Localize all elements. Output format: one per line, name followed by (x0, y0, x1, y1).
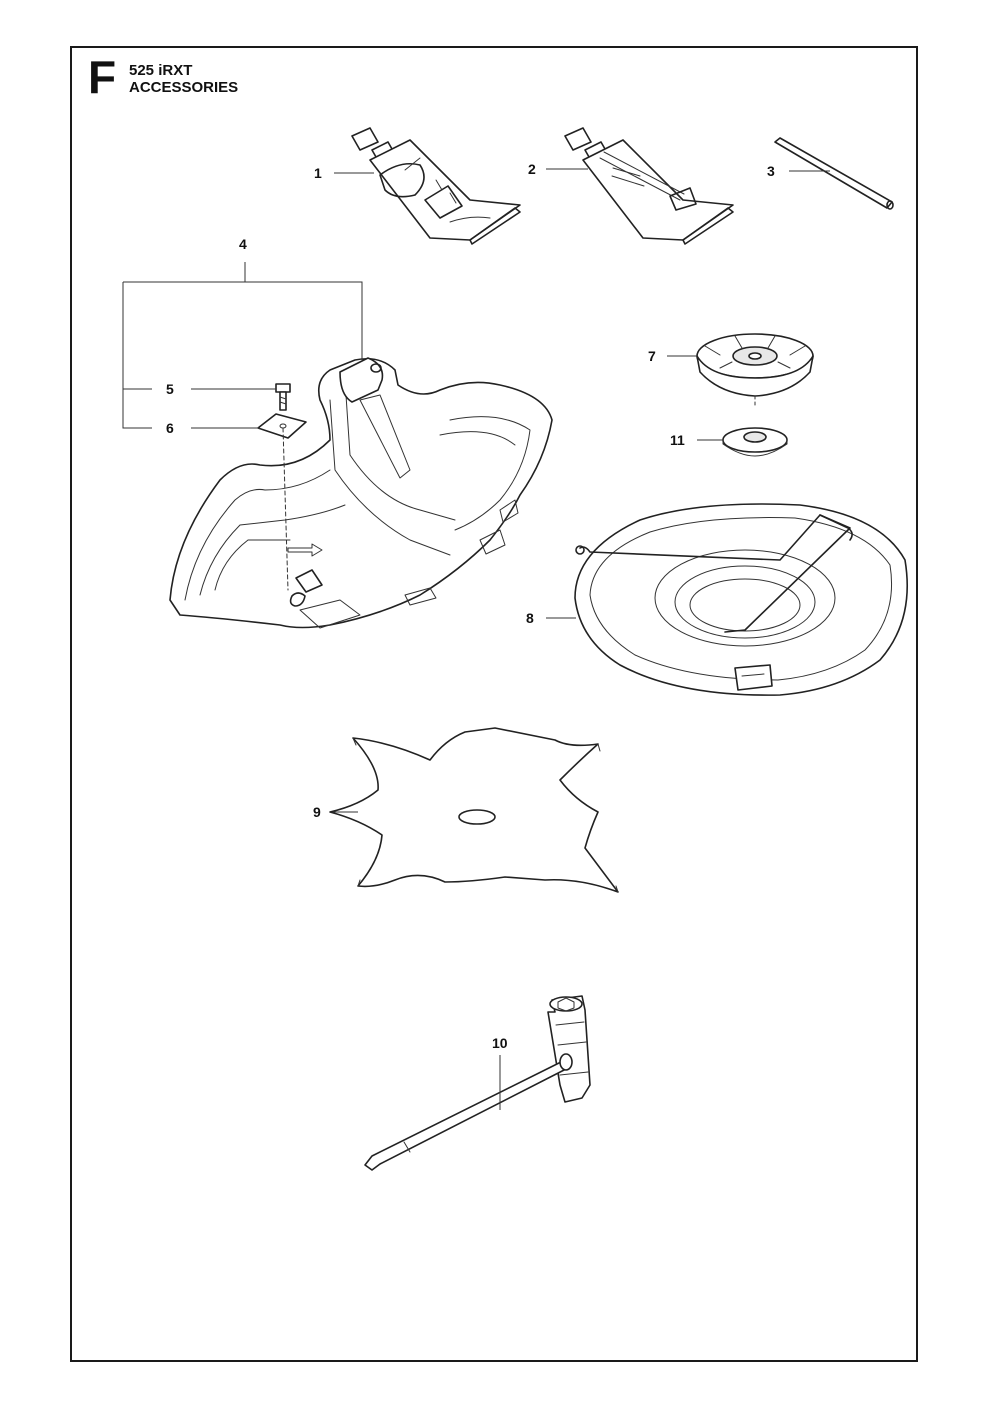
page-frame (70, 46, 918, 1362)
callout-7: 7 (648, 348, 656, 364)
part-6-plate[interactable] (257, 413, 307, 591)
part-10-plug-wrench[interactable] (364, 995, 591, 1171)
callout-2: 2 (528, 161, 536, 177)
bracket-lines (122, 262, 363, 429)
part-11-washer[interactable] (722, 427, 788, 457)
part-1-grease-tube[interactable] (351, 127, 521, 245)
callout-1: 1 (314, 165, 322, 181)
callout-9: 9 (313, 804, 321, 820)
callout-4: 4 (239, 236, 247, 252)
leader-lines (191, 168, 830, 1110)
part-7-hub[interactable] (696, 333, 814, 409)
page-title: ACCESSORIES (129, 79, 239, 96)
callout-3: 3 (767, 163, 775, 179)
callout-6: 6 (166, 420, 174, 436)
callout-11: 11 (670, 432, 685, 448)
callout-5: 5 (166, 381, 174, 397)
callout-10: 10 (492, 1035, 508, 1051)
part-2-grease-tube[interactable] (564, 127, 734, 245)
part-9-grass-blade[interactable] (329, 727, 619, 893)
section-letter: F (88, 51, 117, 103)
callout-8: 8 (526, 610, 534, 626)
part-8-shield[interactable] (574, 503, 908, 696)
model-name: 525 iRXT (129, 62, 193, 79)
part-3-rod[interactable] (774, 137, 894, 210)
part-5-screw[interactable] (275, 383, 291, 411)
part-4-trimmer-guard[interactable] (169, 357, 553, 629)
